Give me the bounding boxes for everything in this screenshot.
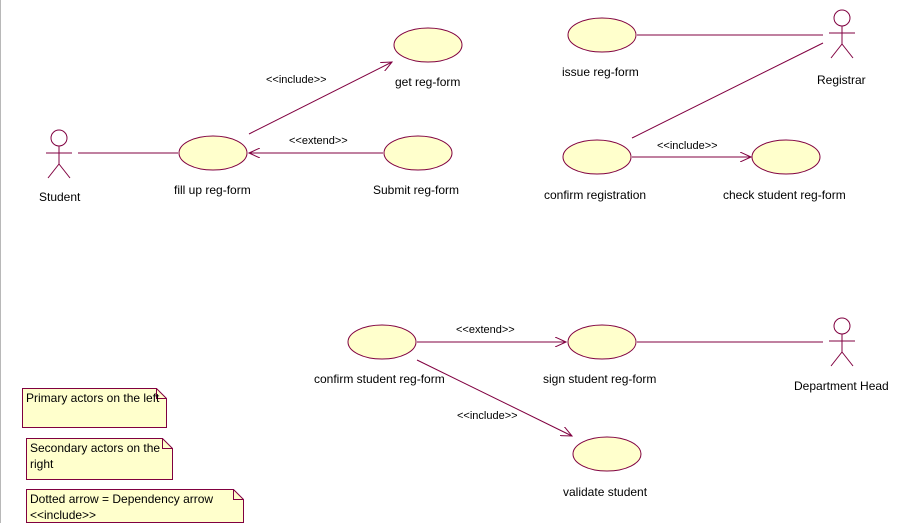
usecase-fill-up-reg-form[interactable]: [178, 135, 248, 171]
include-confirmstudent-validate[interactable]: [416, 359, 572, 436]
usecase-check-student-reg-form-label: check student reg-form: [723, 188, 846, 202]
note-primary-shape: [22, 388, 167, 428]
actor-registrar-label: Registrar: [817, 73, 866, 87]
actor-registrar-icon[interactable]: [829, 9, 855, 59]
actor-student-icon[interactable]: [46, 129, 72, 179]
usecase-get-reg-form-label: get reg-form: [395, 75, 461, 89]
usecase-issue-reg-form-label: issue reg-form: [562, 65, 639, 79]
stereotype-extend-sign: <<extend>>: [456, 324, 515, 336]
note-secondary-text: Secondary actors on the right: [30, 441, 161, 471]
usecase-validate-student[interactable]: [572, 436, 642, 472]
assoc-confirm-registrar[interactable]: [631, 42, 824, 139]
actor-department-head-icon[interactable]: [829, 317, 855, 367]
usecase-fill-up-reg-form-label: fill up reg-form: [174, 183, 251, 197]
stereotype-extend-fill: <<extend>>: [289, 135, 348, 147]
note-primary-actors: Primary actors on the left: [22, 388, 167, 428]
actor-department-head-label: Department Head: [794, 379, 889, 393]
stereotype-include-check: <<include>>: [657, 140, 718, 152]
usecase-sign-student-reg-form-label: sign student reg-form: [543, 372, 657, 386]
note-secondary-shape: [26, 438, 173, 480]
note-dotted-shape: [26, 489, 244, 523]
note-secondary-actors: Secondary actors on the right: [26, 438, 173, 480]
usecase-sign-student-reg-form[interactable]: [567, 324, 637, 360]
usecase-check-student-reg-form[interactable]: [751, 139, 821, 175]
canvas-left-border: [0, 0, 1, 523]
actor-student-label: Student: [39, 190, 81, 204]
stereotype-include-get: <<include>>: [266, 74, 327, 86]
usecase-confirm-registration[interactable]: [562, 139, 632, 175]
include-fill-get[interactable]: [248, 62, 392, 135]
usecase-validate-student-label: validate student: [563, 485, 648, 499]
usecase-issue-reg-form[interactable]: [567, 17, 637, 53]
usecase-submit-reg-form-label: Submit reg-form: [373, 183, 460, 197]
note-dotted-arrow: Dotted arrow = Dependency arrow <<includ…: [26, 489, 244, 523]
usecase-submit-reg-form[interactable]: [383, 135, 453, 171]
note-primary-text: Primary actors on the left: [26, 391, 160, 405]
usecase-confirm-student-reg-form-label: confirm student reg-form: [314, 372, 445, 386]
usecase-confirm-registration-label: confirm registration: [544, 188, 647, 202]
stereotype-include-validate: <<include>>: [457, 410, 518, 422]
usecase-get-reg-form[interactable]: [393, 27, 463, 63]
note-dotted-text: Dotted arrow = Dependency arrow <<includ…: [30, 492, 214, 522]
usecase-confirm-student-reg-form[interactable]: [347, 324, 417, 360]
